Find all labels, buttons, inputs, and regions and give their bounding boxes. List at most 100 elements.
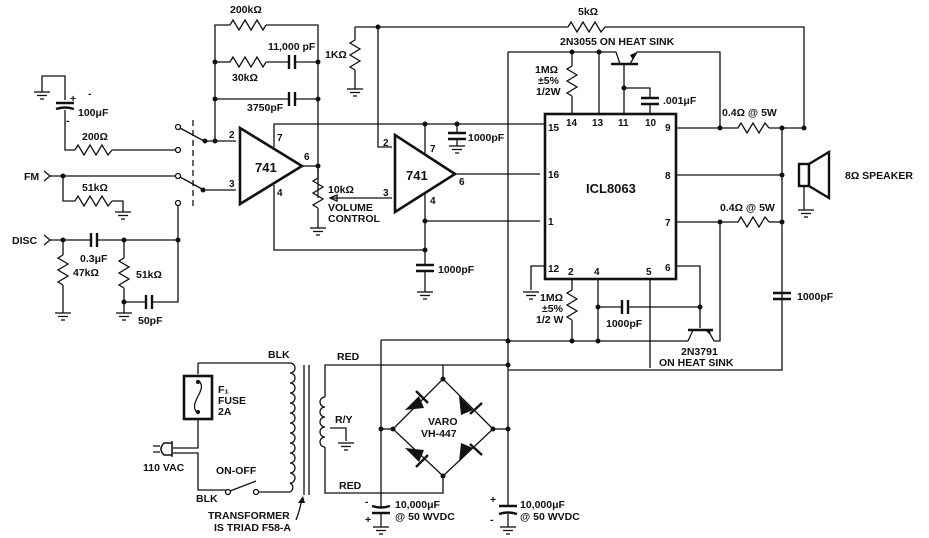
switch-pole-2[interactable] xyxy=(179,176,203,190)
opamp1-pin-4: 4 xyxy=(277,188,283,199)
cap-pos-label-2: @ 50 WVDC xyxy=(520,511,580,523)
primary-blk-bottom: BLK xyxy=(196,493,218,505)
resistor-5k-label: 5kΩ xyxy=(578,6,598,18)
resistor-200k-label: 200kΩ xyxy=(230,4,262,16)
opamp-741-1 xyxy=(238,125,305,207)
switch-contact[interactable] xyxy=(174,146,182,154)
resistor-200ohm xyxy=(74,143,113,157)
secondary-red-top: RED xyxy=(337,351,360,363)
transformer-note-line1: TRANSFORMER xyxy=(208,510,290,522)
input-fm-label: FM xyxy=(24,171,39,183)
resistor-30k xyxy=(229,55,267,69)
switch-contact[interactable] xyxy=(174,123,182,131)
ic-pin-13: 13 xyxy=(592,118,604,129)
cap-11000pF-label: 11,000 pF xyxy=(268,41,316,53)
fm-input-connector[interactable] xyxy=(43,170,52,182)
capacitor-1000pF-bottom xyxy=(620,300,630,314)
ic-pin-1: 1 xyxy=(548,217,554,228)
disc-input-connector[interactable] xyxy=(43,234,52,246)
diode-icon xyxy=(405,396,424,410)
bridge-rectifier xyxy=(390,376,496,479)
capacitor-1000pF-mid xyxy=(416,250,434,300)
r-1M-bot-line1: 1MΩ xyxy=(540,292,563,304)
ic-pin-16: 16 xyxy=(548,170,560,181)
opamp1-pin-7: 7 xyxy=(277,133,283,144)
capacitor-1000pF-top xyxy=(448,124,466,154)
pot-10k-label: 10kΩ xyxy=(328,184,354,196)
capacitor-0.3uF xyxy=(89,233,99,247)
ic-pin-10: 10 xyxy=(645,118,657,129)
resistor-1M-bot xyxy=(565,289,579,321)
capacitor-11000pF xyxy=(287,55,297,69)
secondary-red-bottom: RED xyxy=(339,480,362,492)
ic-pin-14: 14 xyxy=(566,118,578,129)
diode-icon xyxy=(405,448,424,462)
cap-neg-label-2: @ 50 WVDC xyxy=(395,511,455,523)
cap-100uF-plus: + xyxy=(70,93,76,105)
ground-symbol xyxy=(309,227,327,236)
cap-50pF-label: 50pF xyxy=(138,315,163,327)
opamp-741-2-label: 741 xyxy=(406,168,428,183)
opamp1-pin-6: 6 xyxy=(304,152,310,163)
ic-pin-6: 6 xyxy=(665,263,671,274)
ic-pin-2: 2 xyxy=(568,267,574,278)
opamp2-pin-7: 7 xyxy=(430,144,436,155)
ground-symbol xyxy=(522,291,540,300)
resistor-1M-top xyxy=(565,65,579,97)
ic-pin-5: 5 xyxy=(646,267,652,278)
resistor-200k xyxy=(229,18,267,32)
ground-symbol xyxy=(33,91,51,100)
cap-1000pF-bottom-label: 1000pF xyxy=(606,318,643,330)
ic-pin-12: 12 xyxy=(548,264,560,275)
resistor-0.4ohm-top xyxy=(720,121,770,135)
bridge-label-2: VH-447 xyxy=(421,428,457,440)
resistor-30k-label: 30kΩ xyxy=(232,72,258,84)
opamp2-pin-3: 3 xyxy=(383,188,389,199)
switch-contact[interactable] xyxy=(174,199,182,207)
volume-potentiometer[interactable] xyxy=(311,177,325,209)
fuse-label-2: FUSE xyxy=(218,395,246,407)
opamp1-pin-2: 2 xyxy=(229,130,235,141)
switch-contact[interactable] xyxy=(252,488,260,496)
bridge-label-1: VARO xyxy=(428,416,458,428)
opamp-741-1-label: 741 xyxy=(255,160,277,175)
resistor-51k-fm xyxy=(74,194,113,208)
r-1M-top-line2: ±5% xyxy=(538,75,560,87)
capacitor-10000uF-negative xyxy=(371,504,391,535)
cap-1000pF-out-label: 1000pF xyxy=(797,291,834,303)
ground-symbol xyxy=(337,442,355,451)
transistor-2n3791 xyxy=(687,222,721,342)
fuse-label-1: F₁ xyxy=(218,384,229,396)
cap-pos-bot-sign: - xyxy=(490,514,494,526)
power-switch[interactable] xyxy=(229,480,257,492)
resistor-5k xyxy=(567,20,606,34)
ground-symbol xyxy=(114,211,132,220)
speaker-icon[interactable] xyxy=(797,149,831,201)
switch-pole-1[interactable] xyxy=(179,127,205,142)
resistor-51k-disc xyxy=(117,257,131,289)
cap-3750pF-label: 3750pF xyxy=(247,102,284,114)
resistor-0.4ohm-bot-label: 0.4Ω @ 5W xyxy=(720,202,775,214)
diode-icon xyxy=(459,396,473,415)
switch-contact[interactable] xyxy=(224,488,232,496)
diode-icon xyxy=(459,443,473,462)
transformer-note-line2: IS TRIAD F58-A xyxy=(214,522,291,534)
opamp2-pin-4: 4 xyxy=(430,196,436,207)
capacitor-100uF xyxy=(55,101,75,111)
fuse-label-3: 2A xyxy=(218,406,232,418)
cap-100uF-minus: - xyxy=(88,88,92,100)
mains-110vac-label: 110 VAC xyxy=(143,462,185,474)
resistor-1k xyxy=(348,39,362,71)
transistor-2n3791-line1: 2N3791 xyxy=(681,346,718,358)
ic-pin-15: 15 xyxy=(548,123,560,134)
icl8063-chip xyxy=(543,112,678,281)
r-1M-top-line1: 1MΩ xyxy=(535,64,558,76)
ac-plug-icon[interactable] xyxy=(153,441,173,457)
fuse-icon[interactable] xyxy=(182,374,214,421)
resistor-0.4ohm-top-label: 0.4Ω @ 5W xyxy=(722,107,777,119)
switch-contact[interactable] xyxy=(174,172,182,180)
input-disc-label: DISC xyxy=(12,235,38,247)
transistor-2n3791-line2: ON HEAT SINK xyxy=(659,357,734,369)
capacitor-50pF xyxy=(144,295,154,309)
